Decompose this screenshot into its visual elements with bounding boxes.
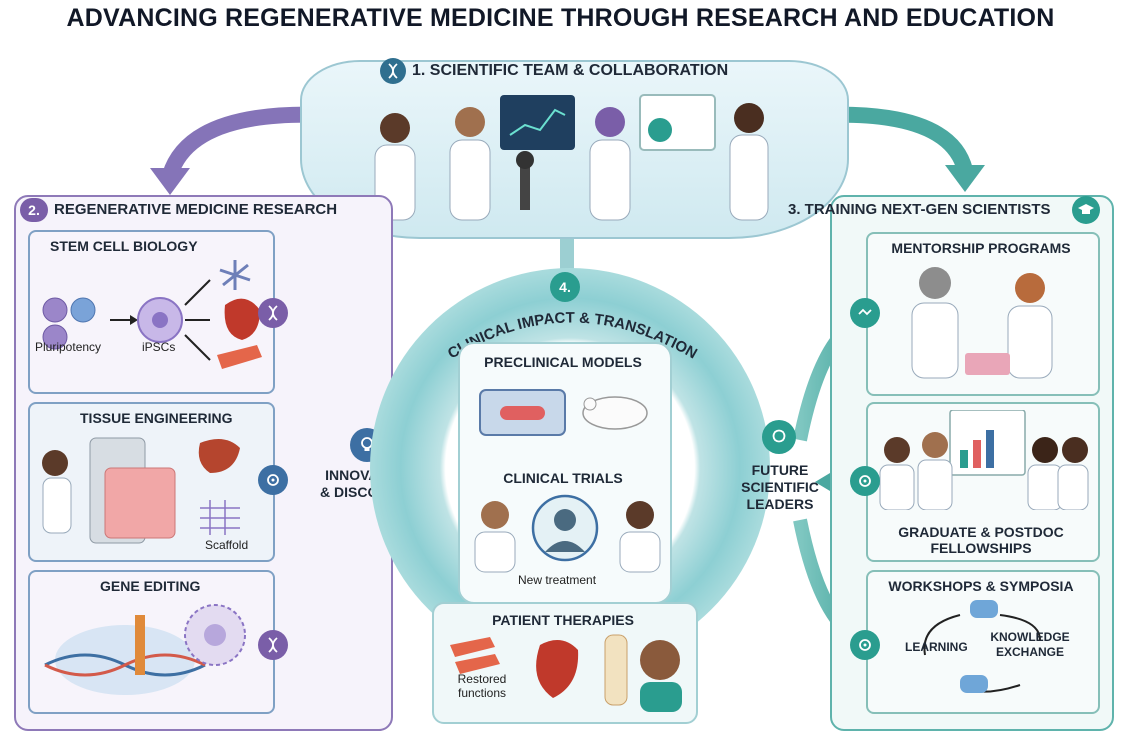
workshops-title: WORKSHOPS & SYMPOSIA	[888, 578, 1074, 594]
restored-line1: Restored	[457, 672, 507, 686]
trials-illustration	[474, 494, 661, 573]
trials-title: CLINICAL TRIALS	[503, 470, 623, 486]
restored-label: Restored functions	[447, 672, 517, 700]
tissue-title: TISSUE ENGINEERING	[80, 410, 233, 426]
fellowships-line1: GRADUATE & POSTDOC	[898, 524, 1064, 540]
learning-label: LEARNING	[905, 640, 968, 654]
team-illustration	[374, 94, 769, 221]
stem-cell-title: STEM CELL BIOLOGY	[50, 238, 198, 254]
network-icon	[258, 465, 288, 495]
fellowships-illustration	[879, 410, 1089, 510]
training-label: 3. TRAINING NEXT-GEN SCIENTISTS	[788, 201, 1051, 218]
handshake-icon	[850, 298, 880, 328]
fellowships-line2: FELLOWSHIPS	[930, 540, 1032, 556]
gene-title: GENE EDITING	[100, 578, 201, 594]
ipscs-label: iPSCs	[142, 340, 176, 354]
arrow-team-to-research	[162, 106, 333, 183]
mentorship-title: MENTORSHIP PROGRAMS	[891, 240, 1071, 256]
graduation-cap-icon	[1072, 196, 1100, 224]
leaders-line2: SCIENTIFIC	[741, 479, 819, 495]
new-treatment-label: New treatment	[518, 573, 597, 587]
restored-line2: functions	[457, 686, 507, 700]
dna-icon	[258, 630, 288, 660]
arrow-team-to-training-head	[945, 165, 985, 192]
team-label: 1. SCIENTIFIC TEAM & COLLABORATION	[412, 62, 729, 79]
preclinical-illustration	[479, 389, 648, 436]
pluripotency-label: Pluripotency	[35, 340, 102, 354]
research-number: 2.	[20, 198, 48, 222]
tissue-illustration	[42, 437, 240, 544]
dna-icon	[380, 58, 406, 84]
mentorship-illustration	[911, 267, 1053, 379]
patient-illustration	[450, 634, 682, 712]
stem-cell-illustration	[42, 260, 262, 369]
dna-icon	[258, 298, 288, 328]
knowledge-label: KNOWLEDGE EXCHANGE	[990, 630, 1070, 660]
network-icon	[850, 466, 880, 496]
arrow-team-to-research-head	[150, 168, 190, 195]
preclinical-title: PRECLINICAL MODELS	[484, 354, 642, 370]
fellowships-title: GRADUATE & POSTDOC FELLOWSHIPS	[866, 524, 1096, 556]
arrow-team-to-training	[812, 106, 973, 178]
knowledge-line1: KNOWLEDGE	[990, 630, 1070, 644]
team-clinical-connector	[560, 232, 574, 272]
patient-title: PATIENT THERAPIES	[492, 612, 634, 628]
brain-icon	[762, 420, 796, 454]
knowledge-line2: EXCHANGE	[995, 645, 1064, 659]
scaffold-label: Scaffold	[205, 538, 249, 552]
network-icon	[850, 630, 880, 660]
workshops-cycle	[923, 600, 1041, 693]
leaders-line3: LEADERS	[746, 496, 814, 512]
research-label: REGENERATIVE MEDICINE RESEARCH	[54, 201, 338, 218]
leaders-line1: FUTURE	[751, 462, 809, 478]
gene-illustration	[44, 604, 246, 695]
clinical-number: 4.	[550, 272, 580, 302]
diagram-title: ADVANCING REGENERATIVE MEDICINE THROUGH …	[66, 4, 1055, 32]
leaders-label: FUTURE SCIENTIFIC LEADERS	[735, 462, 825, 513]
